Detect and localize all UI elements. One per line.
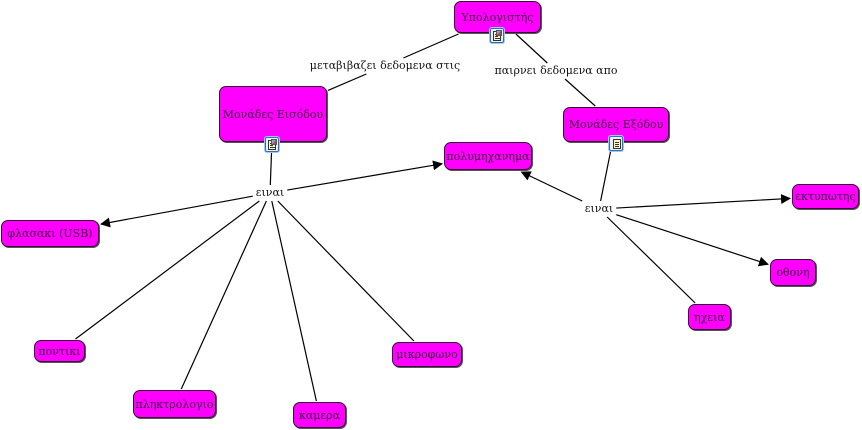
connection-line-computer-to-transfers[interactable] (403, 33, 459, 59)
connection-line-is_out-to-printer[interactable] (616, 193, 791, 209)
connection-line-is_in-to-multifunction[interactable] (287, 160, 443, 191)
connection-line-is_in-to-usb_stick[interactable] (100, 195, 253, 228)
concept-label: ηχεια (694, 310, 725, 324)
concept-label: Μονάδες Εισόδου (222, 107, 324, 121)
connection-line-is_out-to-speakers[interactable] (606, 216, 696, 304)
link-phrase-is-input[interactable]: ειναι (253, 186, 287, 200)
concept-label: μικροφωνο (396, 348, 458, 361)
image-document-icon[interactable] (265, 137, 279, 152)
link-phrase-transfers-data-to[interactable]: μεταβιβαζει δεδομενα στις (307, 59, 463, 73)
concept-label: ποντικι (38, 344, 81, 358)
concept-node-mouse[interactable]: ποντικι (34, 340, 85, 362)
concept-label: πολυμηχανημα (446, 149, 530, 163)
connection-line-is_in-to-keyboard[interactable] (180, 200, 267, 390)
concept-node-input-units[interactable]: Μονάδες Εισόδου (219, 86, 327, 142)
concept-label: καμερα (298, 408, 341, 422)
concept-label: πληκτρολογιο (135, 397, 214, 411)
concept-label: Μονάδες Εξόδου (568, 118, 664, 131)
connection-line-receives-to-output_units[interactable] (564, 78, 596, 107)
concept-node-computer[interactable]: Υπολογιστής (454, 1, 541, 33)
link-phrase-is-output[interactable]: ειναι (582, 202, 616, 216)
concept-node-usb-stick[interactable]: φλασακι (USB) (1, 220, 99, 247)
concept-label: εκτυπωτης (795, 190, 856, 203)
link-phrase-receives-data-from[interactable]: παιρνει δεδομενα απο (492, 64, 620, 78)
concept-node-speakers[interactable]: ηχεια (688, 304, 731, 330)
concept-node-printer[interactable]: εκτυπωτης (792, 184, 859, 209)
connection-line-is_in-to-mouse[interactable] (75, 200, 260, 340)
text-document-icon[interactable] (609, 136, 623, 151)
concept-node-camera[interactable]: καμερα (293, 402, 346, 428)
concept-label: οθονη (776, 266, 810, 279)
connection-line-is_in-to-microphone[interactable] (277, 200, 415, 342)
connection-line-is_out-to-multifunction[interactable] (520, 171, 583, 202)
connection-line-is_out-to-screen[interactable] (616, 214, 769, 267)
connection-line-is_in-to-camera[interactable] (271, 200, 317, 402)
concept-label: φλασακι (USB) (7, 227, 93, 240)
image-document-icon[interactable] (490, 28, 504, 43)
connection-line-computer-to-receives[interactable] (515, 33, 548, 64)
concept-node-keyboard[interactable]: πληκτρολογιο (133, 390, 216, 418)
concept-node-output-units[interactable]: Μονάδες Εξόδου (563, 107, 669, 142)
concept-node-microphone[interactable]: μικροφωνο (392, 342, 462, 367)
connection-line-output_units-to-is_out[interactable] (600, 142, 613, 202)
concept-label: Υπολογιστής (461, 10, 534, 24)
concept-node-multifunction-printer[interactable]: πολυμηχανημα (444, 142, 532, 170)
concept-node-screen[interactable]: οθονη (770, 259, 816, 286)
connection-line-transfers-to-input_units[interactable] (327, 73, 367, 91)
